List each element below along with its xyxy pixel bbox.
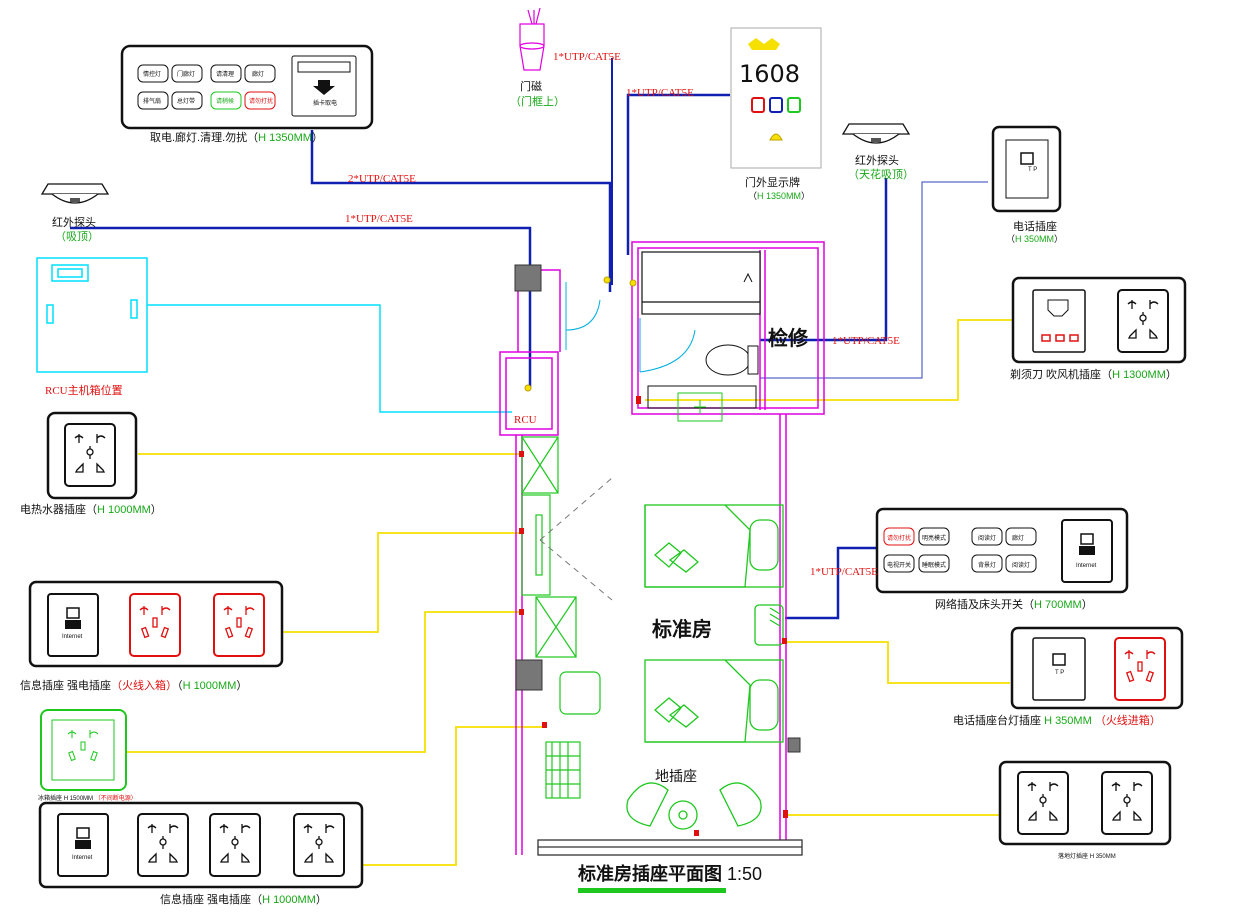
- card-panel-graphic: [120, 44, 374, 130]
- fridge-label: 冰箱插座 H 1500MM （不间断电源）: [38, 796, 137, 802]
- info-power-2-graphic: [38, 801, 364, 889]
- wire-network-bedhead: [785, 546, 878, 620]
- door-display-height: （H 1350MM）: [748, 191, 811, 201]
- card-slot-label: 插卡取电: [313, 101, 338, 107]
- dash-lines: [539, 477, 613, 601]
- nightstand: [754, 604, 784, 646]
- rcu-box-graphic: [36, 257, 148, 373]
- ir-ceiling-note: （天花吸顶）: [848, 169, 914, 181]
- card-btn-8: 请勿打扰: [249, 99, 274, 105]
- door-display-label: 门外显示牌: [745, 177, 800, 189]
- phone-jack-label-2: T P: [1055, 670, 1065, 676]
- shaver-label: 剃须刀 吹风机插座（H 1300MM）: [1010, 369, 1177, 381]
- rcu-box-label: RCU主机箱位置: [45, 385, 123, 397]
- network-bedhead-graphic: [875, 507, 1129, 594]
- drawing-title: 标准房插座平面图 1:50: [578, 864, 763, 884]
- bed-btn-8: 阅读灯: [1012, 563, 1031, 569]
- ac-unit: [641, 251, 761, 315]
- window-sill: [537, 839, 803, 856]
- card-btn-5: 排气扇: [143, 99, 162, 105]
- shaver-graphic: [1011, 276, 1187, 364]
- bed-btn-3: 阅读灯: [978, 536, 997, 542]
- rcu-wire: [147, 304, 512, 413]
- title-underline: [578, 888, 726, 893]
- phone-socket-graphic: [991, 125, 1062, 213]
- phone-socket-height: （H 350MM）: [1006, 234, 1064, 244]
- phone-lamp-label: 电话插座台灯插座 H 350MM （火线进箱）: [953, 715, 1161, 727]
- internet-label-1: Internet: [62, 634, 83, 640]
- ir-left-note: （吸顶）: [55, 231, 99, 243]
- card-panel-caption: 取电.廊灯.清理.勿扰（H 1350MM）: [150, 132, 323, 144]
- ir-ceiling-label: 红外探头: [855, 155, 899, 167]
- wire-ir-ceiling: [760, 178, 888, 342]
- floor-lamp-graphic: [998, 760, 1172, 846]
- ir-left-graphic: [41, 183, 109, 204]
- phone-jack-label: T P: [1028, 167, 1038, 173]
- card-btn-1: 情控灯: [143, 72, 162, 78]
- basin: [647, 385, 757, 422]
- card-btn-2: 门廊灯: [177, 72, 196, 78]
- cable-label-ir-ceiling: 1*UTP/CAT5E: [832, 335, 900, 347]
- card-btn-7: 请稍候: [216, 99, 235, 105]
- wire-card-panel: [310, 130, 612, 292]
- water-heater-graphic: [46, 411, 138, 500]
- room-number: 1608: [739, 60, 801, 88]
- cable-label-card-panel: 2*UTP/CAT5E: [348, 173, 416, 185]
- thin-blue-wire: [760, 181, 988, 379]
- wardrobe: [521, 436, 601, 799]
- data-wires: [70, 58, 888, 620]
- power-wires: [126, 319, 1012, 866]
- ir-left-label: 红外探头: [52, 217, 96, 229]
- cable-label-door-display: 1*UTP/CAT5E: [626, 87, 694, 99]
- phone-socket-label: 电话插座: [1013, 221, 1057, 233]
- service-label: 检修: [768, 328, 808, 350]
- cable-label-bedhead: 1*UTP/CAT5E: [810, 566, 878, 578]
- door-magnet-graphic: [519, 7, 545, 71]
- floor-socket-label: 地插座: [655, 768, 697, 784]
- door-display-graphic: [730, 27, 822, 169]
- water-heater-label: 电热水器插座（H 1000MM）: [20, 504, 162, 516]
- luggage-rack: [514, 264, 801, 753]
- cable-label-ir-left: 1*UTP/CAT5E: [345, 213, 413, 225]
- bed-btn-7: 背景灯: [978, 563, 997, 569]
- network-bedhead-label: 网络插及床头开关（H 700MM）: [935, 599, 1093, 611]
- bed-btn-6: 睡眠模式: [922, 563, 947, 569]
- bed-btn-2: 明亮模式: [922, 536, 947, 542]
- outlet-markers: [519, 396, 788, 836]
- internet-label-2: Internet: [72, 855, 93, 861]
- fridge-graphic: [40, 709, 127, 791]
- wire-ir-left: [70, 226, 532, 388]
- room-label: 标准房: [652, 619, 712, 641]
- phone-lamp-graphic: [1010, 626, 1184, 710]
- cable-label-door-magnet: 1*UTP/CAT5E: [553, 51, 621, 63]
- sensor-dots: [524, 276, 637, 392]
- door-magnet-note: （门框上）: [510, 96, 565, 108]
- bed-btn-4: 廊灯: [1012, 536, 1025, 542]
- bed-btn-1: 请勿打扰: [887, 536, 912, 542]
- toilet: [705, 344, 759, 376]
- wire-door-display: [626, 93, 730, 255]
- info-power-1-label: 信息插座 强电插座（火线入箱）（H 1000MM）: [20, 680, 248, 692]
- card-btn-6: 总灯带: [177, 99, 196, 105]
- rcu-tag: RCU: [514, 414, 537, 426]
- floor-lamp-label: 落地灯插座 H 350MM: [1058, 854, 1116, 860]
- lounge-set: [626, 782, 762, 830]
- internet-label-3: Internet: [1076, 563, 1097, 569]
- bed-1: [644, 504, 784, 588]
- door-magnet-label: 门磁: [520, 81, 542, 93]
- info-power-2-label: 信息插座 强电插座（H 1000MM）: [160, 894, 327, 906]
- card-btn-4: 廊灯: [252, 72, 265, 78]
- info-power-1-graphic: [28, 580, 284, 668]
- bed-btn-5: 电视开关: [887, 563, 912, 569]
- bed-2: [644, 659, 784, 743]
- room-walls: [499, 241, 825, 855]
- doors: [565, 282, 696, 373]
- ir-ceiling-graphic: [842, 123, 910, 144]
- card-btn-3: 请清理: [216, 72, 235, 78]
